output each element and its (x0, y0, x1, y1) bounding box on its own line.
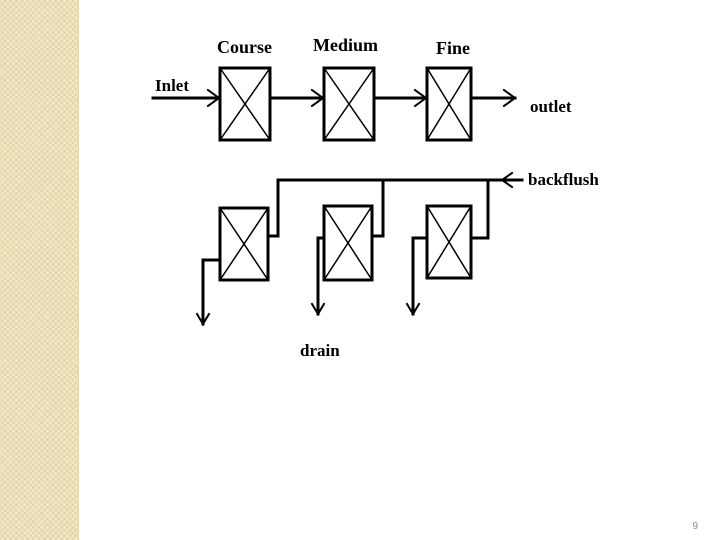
decorative-side-band (0, 0, 79, 540)
drain-pipe-3 (405, 236, 429, 316)
label-drain: drain (300, 341, 340, 360)
page-number: 9 (692, 521, 698, 532)
filter-backflush-1 (218, 206, 270, 282)
filter-fine (425, 66, 473, 142)
label-outlet: outlet (530, 97, 572, 116)
filter-backflush-3 (425, 204, 473, 280)
label-inlet: Inlet (155, 76, 189, 95)
outlet-arrow (469, 88, 517, 108)
backflush-branch-1 (266, 178, 280, 238)
drain-pipe-1 (195, 258, 222, 326)
connector-medium-fine (372, 88, 428, 108)
filter-backflush-2 (322, 204, 374, 282)
filter-course (218, 66, 272, 142)
label-medium: Medium (313, 35, 378, 55)
drain-pipe-2 (310, 236, 326, 316)
backflush-branch-3 (469, 178, 490, 240)
label-backflush: backflush (528, 170, 599, 189)
backflush-branch-2 (370, 178, 385, 238)
label-course: Course (217, 37, 272, 57)
connector-course-medium (268, 88, 325, 108)
backflush-inlet-arrow (276, 171, 524, 189)
filter-medium (322, 66, 376, 142)
label-fine: Fine (436, 38, 470, 58)
